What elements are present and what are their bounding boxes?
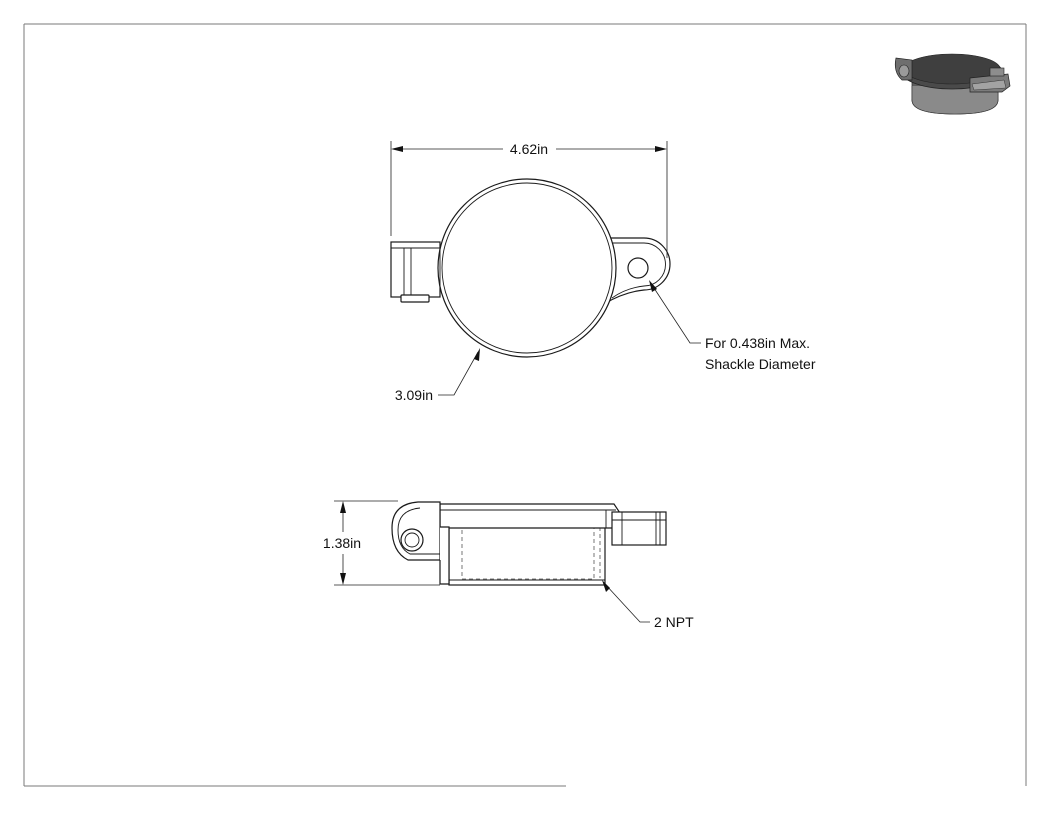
lid-outline xyxy=(437,178,617,358)
width-dimension: 4.62in xyxy=(390,141,668,258)
width-dimension-label: 4.62in xyxy=(510,141,548,157)
shackle-note-line2: Shackle Diameter xyxy=(705,356,816,372)
thread-note-leader: 2 NPT xyxy=(602,580,694,630)
height-dimension: 1.38in xyxy=(323,500,440,586)
shackle-note-line1: For 0.438in Max. xyxy=(705,335,810,351)
top-view: 4.62in 3.09in For 0.438in Max. Shackle D… xyxy=(390,141,816,403)
shackle-hole xyxy=(627,257,649,279)
side-view: 1.38in 2 NPT xyxy=(323,500,694,630)
sheet-border xyxy=(23,23,1027,787)
diameter-dimension-label: 3.09in xyxy=(395,387,433,403)
height-dimension-label: 1.38in xyxy=(323,535,361,551)
thread-note-label: 2 NPT xyxy=(654,614,694,630)
dust-cap-3d-icon xyxy=(894,53,1011,115)
shackle-note-leader: For 0.438in Max. Shackle Diameter xyxy=(649,280,816,372)
diameter-leader: 3.09in xyxy=(395,348,480,403)
